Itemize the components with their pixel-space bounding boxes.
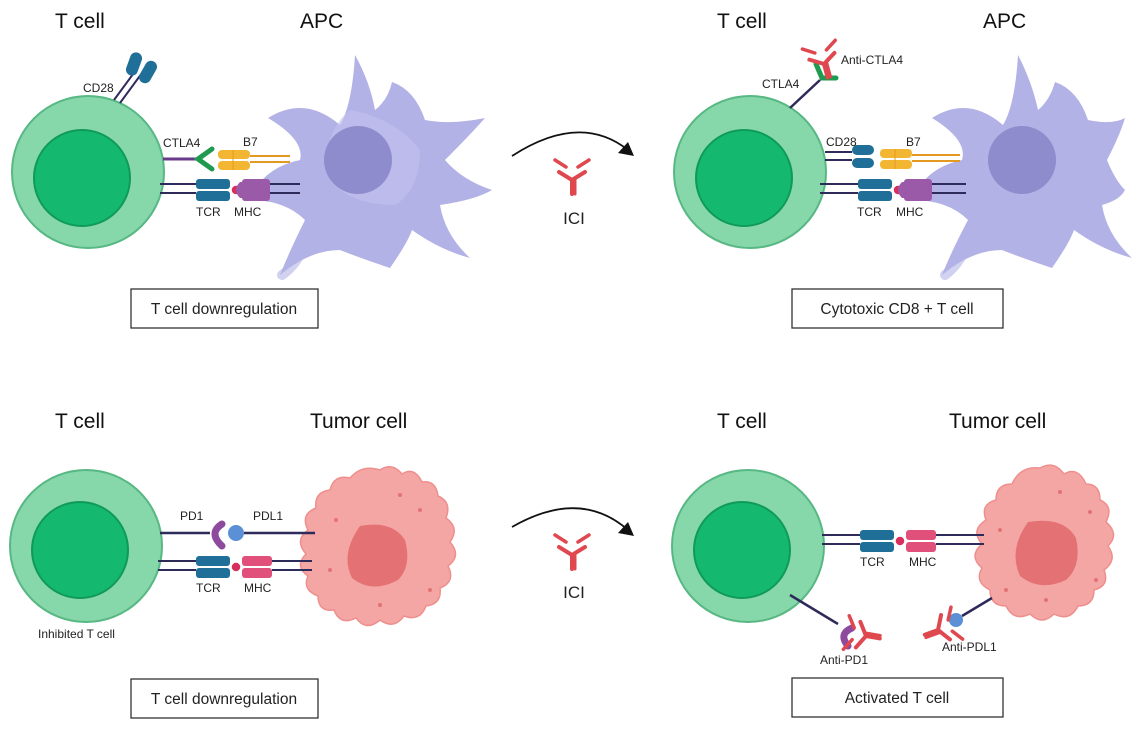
anti-pdl1-label: Anti-PDL1: [942, 640, 997, 654]
ici-label: ICI: [563, 583, 585, 602]
tcr-label: TCR: [196, 581, 221, 595]
b7-ligand: [879, 148, 913, 170]
antibody-icon: [553, 533, 591, 571]
inhibited-t-cell-label: Inhibited T cell: [38, 627, 115, 641]
arrow-head-icon: [618, 142, 634, 156]
t-cell-title: T cell: [717, 410, 767, 433]
tcr-mhc-complex: [195, 555, 273, 579]
apc-nucleus: [988, 126, 1056, 194]
apc-nucleus: [324, 126, 392, 194]
apc-cell: [250, 55, 492, 280]
t-cell-title: T cell: [55, 10, 105, 33]
transition-top: ICI: [511, 131, 634, 228]
mhc-label: MHC: [234, 205, 262, 219]
apc-title: APC: [300, 10, 343, 33]
panel-top-right: T cell APC CTLA4 Anti-CTLA4 CD28: [673, 10, 1132, 329]
t-cell: [673, 95, 827, 249]
mhc-label: MHC: [244, 581, 272, 595]
panel-bottom-left: T cell Tumor cell PD1 PDL1: [9, 410, 457, 719]
tcr-label: TCR: [857, 205, 882, 219]
ctla4-label: CTLA4: [762, 77, 800, 91]
tcr-label: TCR: [860, 555, 885, 569]
ici-label: ICI: [563, 209, 585, 228]
t-cell: [11, 95, 165, 249]
t-cell-title: T cell: [55, 410, 105, 433]
anti-pd1-label: Anti-PD1: [820, 653, 868, 667]
caption-box: [791, 677, 1004, 718]
tcr-mhc-complex: [857, 178, 933, 202]
cd28-receptor: [113, 52, 157, 104]
caption-text: Cytotoxic CD8 + T cell: [820, 301, 973, 318]
arrow-head-icon: [618, 522, 634, 536]
cd28-label: CD28: [826, 135, 857, 149]
tumor-cell-title: Tumor cell: [310, 410, 407, 433]
tumor-cell: [299, 466, 457, 627]
apc-cell: [912, 55, 1132, 280]
caption-box: [791, 288, 1004, 329]
anti-ctla4-label: Anti-CTLA4: [841, 53, 903, 67]
cd28-receptor: [852, 145, 874, 168]
t-cell: [671, 469, 825, 623]
caption-text: Activated T cell: [845, 690, 950, 707]
pdl1-ligand: [228, 525, 244, 541]
t-cell-title: T cell: [717, 10, 767, 33]
b7-label: B7: [243, 135, 258, 149]
b7-ligand: [217, 149, 251, 171]
tumor-cell-title: Tumor cell: [949, 410, 1046, 433]
pdl1-ligand: [949, 613, 963, 627]
panel-top-left: T cell APC CD28 CTLA4: [11, 10, 492, 329]
mhc-label: MHC: [909, 555, 937, 569]
tcr-mhc-complex: [195, 178, 271, 202]
caption-box: [130, 678, 319, 719]
t-cell: [9, 469, 163, 623]
cd28-label: CD28: [83, 81, 114, 95]
caption-box: [130, 288, 319, 329]
transition-bottom: ICI: [511, 507, 634, 602]
caption-text: T cell downregulation: [151, 301, 297, 318]
mhc-label: MHC: [896, 205, 924, 219]
pd1-label: PD1: [180, 509, 204, 523]
antibody-icon: [553, 158, 591, 196]
tumor-cell: [974, 464, 1115, 621]
tcr-label: TCR: [196, 205, 221, 219]
b7-label: B7: [906, 135, 921, 149]
apc-title: APC: [983, 10, 1026, 33]
caption-text: T cell downregulation: [151, 691, 297, 708]
panel-bottom-right: T cell Tumor cell TCR MHC Anti: [671, 410, 1115, 718]
ctla4-receptor: [163, 146, 215, 172]
ctla4-label: CTLA4: [163, 136, 201, 150]
pd1-receptor: [211, 520, 226, 550]
pdl1-label: PDL1: [253, 509, 283, 523]
tcr-mhc-complex: [859, 529, 937, 553]
